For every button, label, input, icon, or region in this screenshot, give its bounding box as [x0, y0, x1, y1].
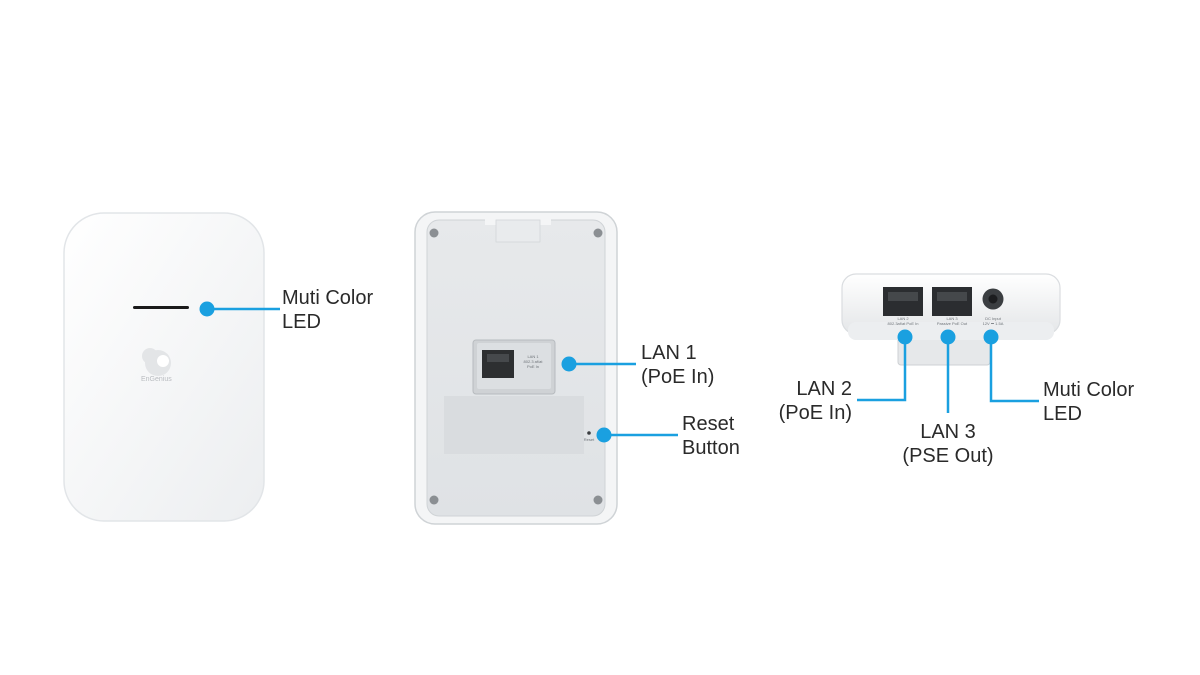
back-device — [414, 211, 618, 525]
dc-input-label: DC Input 12V ⎓ 1.5A — [982, 316, 1004, 326]
screw-icon — [593, 228, 603, 238]
front-led-callout-label: Muti Color LED — [282, 287, 374, 333]
back-label-area — [444, 396, 584, 454]
lan3-rj45-port — [932, 287, 972, 316]
lan2-port-label: LAN 2 802.3af/at PoE In — [887, 316, 919, 326]
front-led-callout-dot — [199, 301, 215, 317]
screw-icon — [429, 228, 439, 238]
lan1-port-label: LAN 1 802.3 af/at PoE In — [523, 354, 543, 369]
lan3-callout-label: LAN 3 (PSE Out) — [902, 421, 994, 467]
screw-icon — [593, 495, 603, 505]
front-brand-text: EnGenius — [141, 376, 172, 383]
lan2-callout-dot — [897, 329, 913, 345]
screw-icon — [429, 495, 439, 505]
reset-callout-dot — [596, 427, 612, 443]
callout-lines — [199, 301, 1039, 443]
reset-hole-label: Reset — [583, 437, 595, 442]
side-led-callout-label: Muti Color LED — [1043, 379, 1135, 425]
lan3-callout-dot — [940, 329, 956, 345]
front-led-bar — [133, 306, 189, 309]
lan1-callout-dot — [561, 356, 577, 372]
side-led-callout-dot — [983, 329, 999, 345]
lan2-callout-line — [857, 337, 907, 402]
lan3-port-label: LAN 3 Passive PoE Out — [936, 316, 968, 326]
lan1-callout-label: LAN 1 (PoE In) — [641, 342, 715, 388]
lan2-rj45-port — [883, 287, 923, 316]
lan2-callout-label: LAN 2 (PoE In) — [778, 378, 852, 424]
side-led-callout-line — [989, 337, 1039, 403]
reset-callout-label: Reset Button — [682, 413, 740, 459]
front-device — [63, 212, 265, 522]
reset-hole-icon — [587, 431, 591, 435]
